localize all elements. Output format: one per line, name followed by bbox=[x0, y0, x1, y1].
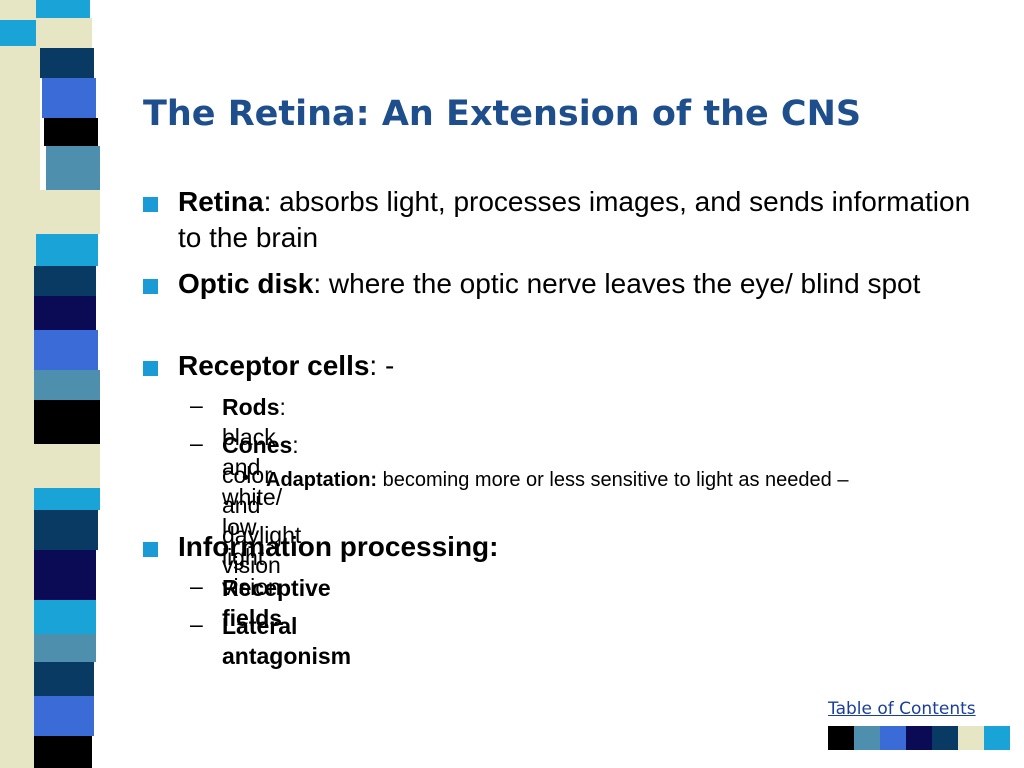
dash-bullet: – bbox=[190, 392, 203, 418]
dash-bullet: – bbox=[190, 573, 203, 599]
square-bullet-icon bbox=[143, 279, 158, 294]
list-item: Rods: black and white/ low light vision bbox=[222, 394, 286, 600]
slide-title: The Retina: An Extension of the CNS bbox=[143, 94, 862, 134]
list-item: Optic disk: where the optic nerve leaves… bbox=[178, 268, 921, 299]
dot-bullet: • bbox=[242, 467, 250, 489]
decorative-stripe bbox=[0, 0, 116, 768]
dash-bullet: – bbox=[190, 430, 203, 456]
list-item: Lateral antagonism bbox=[222, 613, 352, 669]
list-item: Receptor cells: - bbox=[178, 350, 395, 381]
square-bullet-icon bbox=[143, 542, 158, 557]
square-bullet-icon bbox=[143, 197, 158, 212]
list-item: Information processing: bbox=[178, 531, 499, 562]
list-item: Receptive fields bbox=[222, 575, 331, 631]
table-of-contents-link[interactable]: Table of Contents bbox=[828, 699, 976, 719]
list-item: Adaptation: becoming more or less sensit… bbox=[266, 469, 849, 491]
dash-bullet: – bbox=[190, 611, 203, 637]
square-bullet-icon bbox=[143, 361, 158, 376]
list-item: Cones: color and daylight vision bbox=[222, 432, 302, 578]
list-item: Retina: absorbs light, processes images,… bbox=[178, 186, 971, 253]
